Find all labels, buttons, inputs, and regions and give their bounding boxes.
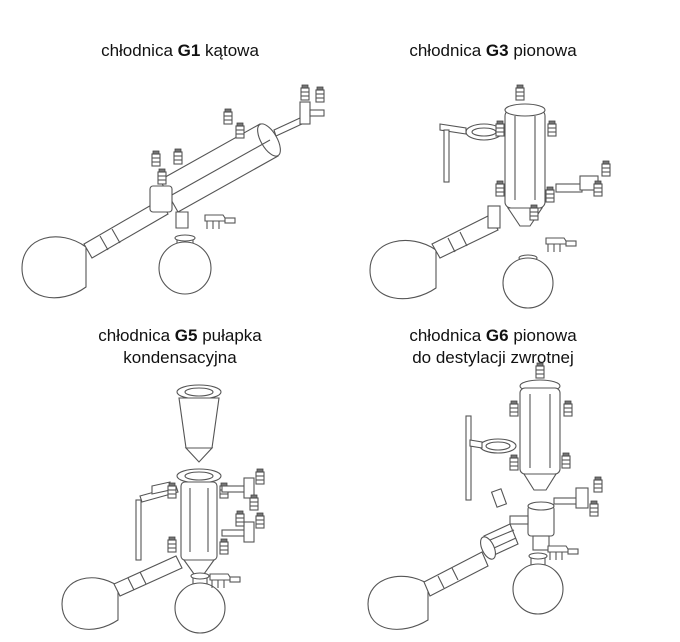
g3-fitting bbox=[545, 186, 555, 203]
g6-fitting bbox=[563, 400, 573, 417]
g5-trap-insert bbox=[176, 384, 222, 463]
g1-evaporating-flask bbox=[21, 236, 87, 299]
g1-fitting bbox=[235, 122, 245, 139]
caption-g1-code: G1 bbox=[177, 41, 201, 60]
g6-condenser-body bbox=[519, 379, 561, 491]
g5-figure bbox=[61, 384, 265, 634]
g3-clamp bbox=[545, 237, 577, 253]
g3-fitting bbox=[529, 204, 539, 221]
g3-gas-outlet bbox=[555, 160, 611, 197]
g3-figure bbox=[369, 84, 611, 309]
g6-receiving-flask bbox=[512, 552, 564, 615]
caption-g6-line2: do destylacji zwrotnej bbox=[412, 348, 574, 367]
caption-g1: chłodnica G1 kątowa bbox=[30, 40, 330, 62]
caption-g6-prefix: chłodnica bbox=[409, 326, 486, 345]
g6-fitting bbox=[509, 454, 519, 471]
g6-joint bbox=[490, 488, 508, 508]
caption-g6-suffix: pionowa bbox=[508, 326, 577, 345]
g6-reflux-adapter bbox=[509, 501, 555, 551]
g1-fitting bbox=[223, 108, 233, 125]
g1-condenser-body bbox=[149, 123, 281, 213]
g6-stand bbox=[465, 415, 472, 501]
g6-clamp bbox=[547, 545, 579, 561]
g3-vapour-tube bbox=[431, 205, 501, 259]
caption-g6: chłodnica G6 pionowa do destylacji zwrot… bbox=[343, 325, 643, 369]
g6-vapour-tube bbox=[423, 551, 489, 597]
g6-clamp-ring bbox=[469, 438, 517, 454]
g6-coupling bbox=[480, 523, 519, 560]
g3-fitting bbox=[547, 120, 557, 137]
g6-evaporating-flask bbox=[367, 575, 429, 630]
g1-vapour-tube bbox=[83, 199, 169, 259]
g5-receiving-flask bbox=[174, 572, 226, 634]
caption-g6-code: G6 bbox=[485, 326, 509, 345]
g5-vapour-tube bbox=[113, 555, 183, 597]
caption-g3: chłodnica G3 pionowa bbox=[343, 40, 643, 62]
g3-evaporating-flask bbox=[369, 239, 437, 300]
g1-outlet bbox=[175, 211, 189, 229]
g1-fitting bbox=[151, 150, 161, 167]
caption-g1-prefix: chłodnica bbox=[101, 41, 178, 60]
g1-receiving-flask bbox=[158, 234, 212, 295]
g1-clamp bbox=[204, 214, 236, 230]
g5-clamp bbox=[209, 573, 241, 589]
caption-g5-suffix: pułapka bbox=[197, 326, 262, 345]
g1-gas-outlet bbox=[273, 84, 325, 137]
g5-condenser-body bbox=[176, 468, 222, 575]
g5-fitting bbox=[167, 536, 177, 553]
g5-evaporating-flask bbox=[61, 577, 119, 630]
g5-gas-outlet-bottom bbox=[221, 510, 265, 543]
g6-fitting bbox=[561, 452, 571, 469]
g6-fitting bbox=[509, 400, 519, 417]
g6-fitting bbox=[535, 362, 545, 379]
g1-figure bbox=[21, 84, 325, 299]
g3-receiving-flask bbox=[502, 254, 554, 309]
g3-fitting bbox=[495, 120, 505, 137]
g5-fitting bbox=[167, 482, 177, 499]
g3-condenser-body bbox=[504, 103, 546, 227]
caption-g5-line2: kondensacyjna bbox=[123, 348, 237, 367]
g6-gas-outlet bbox=[553, 476, 603, 517]
caption-g5-prefix: chłodnica bbox=[98, 326, 175, 345]
caption-g3-code: G3 bbox=[485, 41, 509, 60]
caption-g3-prefix: chłodnica bbox=[409, 41, 486, 60]
g1-fitting bbox=[173, 148, 183, 165]
caption-g1-suffix: kątowa bbox=[200, 41, 259, 60]
g5-fitting bbox=[219, 538, 229, 555]
g1-fitting bbox=[157, 168, 167, 185]
caption-g5-code: G5 bbox=[174, 326, 198, 345]
g5-gas-outlet-top bbox=[221, 468, 265, 511]
g3-stand-clamp bbox=[439, 123, 503, 183]
caption-g3-suffix: pionowa bbox=[508, 41, 577, 60]
caption-g5: chłodnica G5 pułapka kondensacyjna bbox=[30, 325, 330, 369]
g3-fitting bbox=[495, 180, 505, 197]
g6-figure bbox=[367, 362, 603, 630]
g3-fitting bbox=[515, 84, 525, 101]
